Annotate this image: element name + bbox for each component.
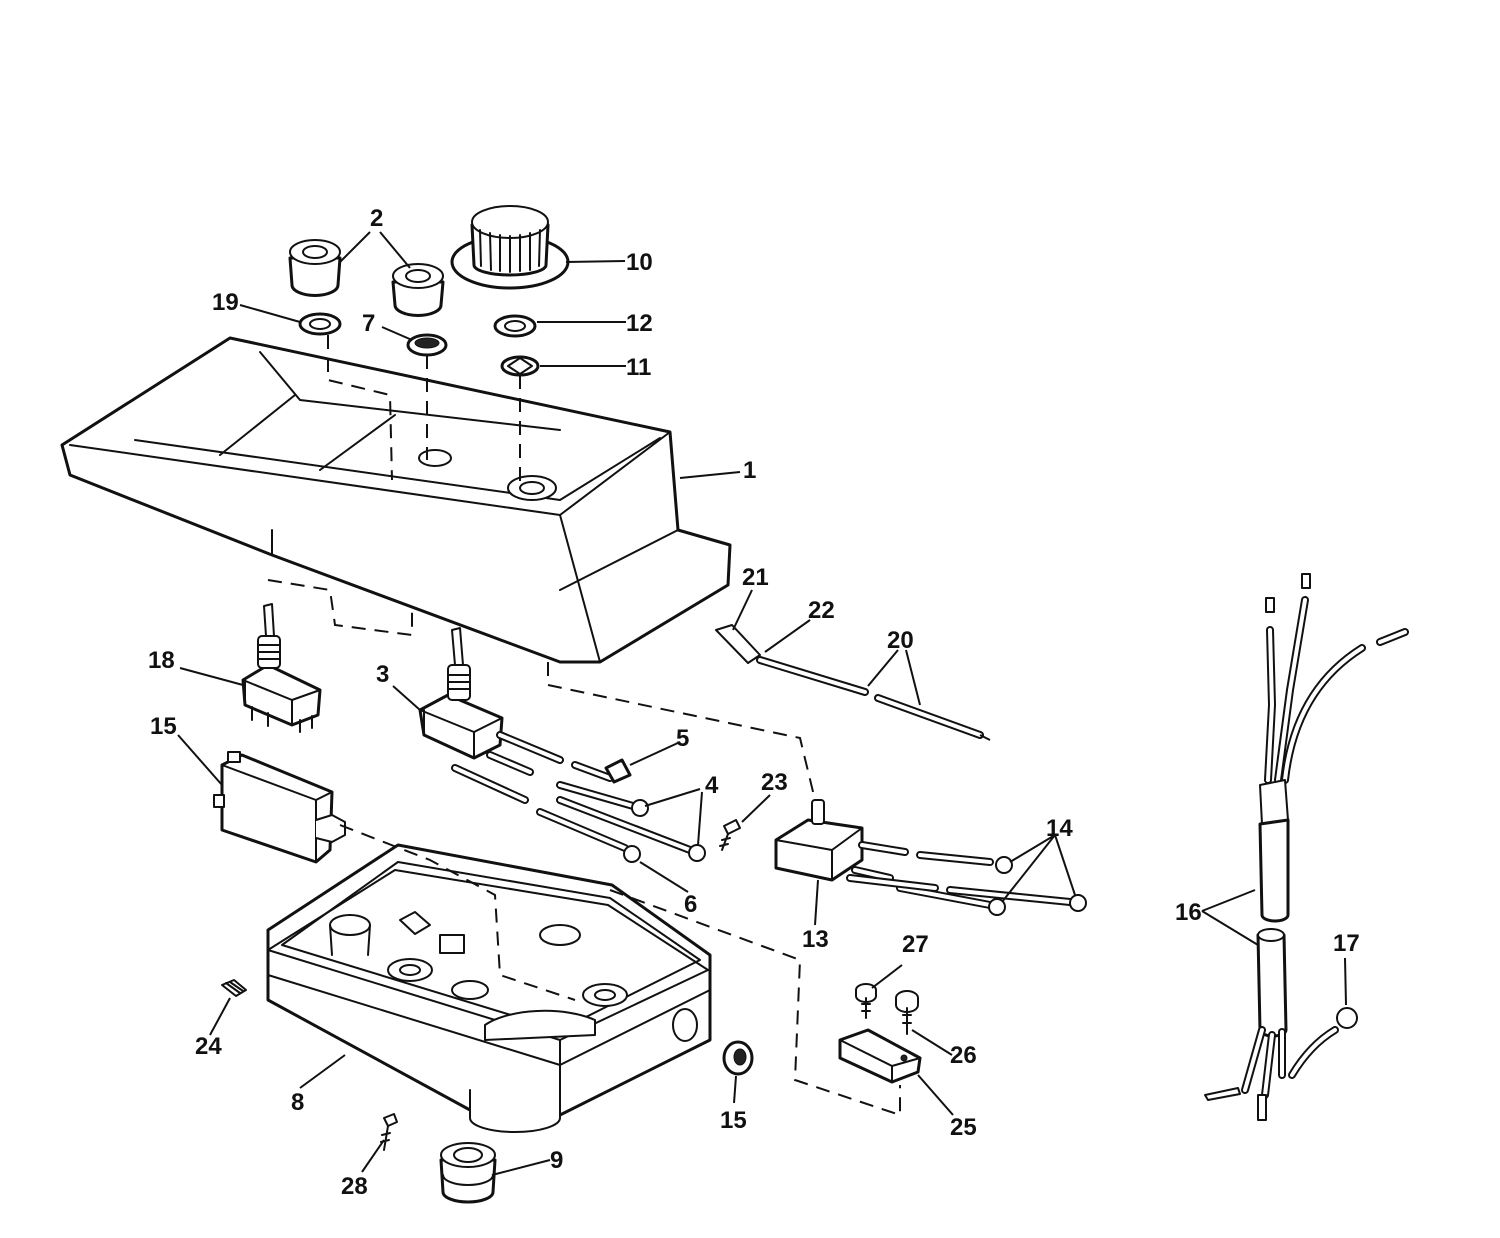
- callout-label: 16: [1175, 899, 1202, 926]
- callout-label: 18: [148, 647, 175, 674]
- callout-label: 12: [626, 310, 653, 337]
- callout-label: 23: [761, 769, 788, 796]
- cable-clamp-part: [838, 983, 922, 1084]
- callout-label: 17: [1333, 930, 1360, 957]
- pedal-cover-part: [60, 336, 732, 664]
- callout-labels: 1 2 3 4 5 6 7 8 9 10 11 12 13 14 15 15 1…: [148, 205, 1360, 1200]
- callout-leaders: [177, 231, 1347, 1176]
- callout-label: 11: [626, 354, 651, 381]
- toggle-switch-part: [418, 627, 706, 863]
- callout-label: 27: [902, 931, 929, 958]
- callout-label: 8: [291, 1089, 304, 1116]
- alignment-lines: [267, 335, 901, 1117]
- connector-part: [604, 758, 632, 784]
- base-housing-part: [266, 843, 712, 1133]
- callout-label: 19: [212, 289, 239, 316]
- callout-label: 24: [195, 1033, 222, 1060]
- solenoid-part: [213, 751, 346, 864]
- cable-part: [715, 624, 991, 741]
- callout-label: 22: [808, 597, 835, 624]
- toggle-switch-part: [241, 603, 322, 733]
- callout-label: 5: [676, 725, 689, 752]
- callout-label: 26: [950, 1042, 977, 1069]
- callout-label: 21: [742, 564, 769, 591]
- callout-label: 20: [887, 627, 914, 654]
- callout-label: 15: [720, 1107, 747, 1134]
- callout-label: 6: [684, 891, 697, 918]
- knob-cap-part: [288, 239, 445, 317]
- callout-label: 2: [370, 205, 383, 232]
- microswitch-part: [774, 799, 1087, 916]
- callout-label: 9: [550, 1147, 563, 1174]
- callout-label: 4: [705, 772, 719, 799]
- callout-label: 15: [150, 713, 177, 740]
- grommet-part: [221, 979, 754, 1204]
- wire-harness-part: [1204, 573, 1409, 1121]
- callout-label: 14: [1046, 815, 1073, 842]
- callout-label: 3: [376, 661, 389, 688]
- callout-label: 10: [626, 249, 653, 276]
- control-knob-part: [450, 205, 570, 290]
- callout-label: 28: [341, 1173, 368, 1200]
- screw-part: [719, 819, 741, 851]
- callout-label: 25: [950, 1114, 977, 1141]
- callout-label: 1: [743, 457, 756, 484]
- callout-label: 7: [362, 310, 375, 337]
- callout-label: 13: [802, 926, 829, 953]
